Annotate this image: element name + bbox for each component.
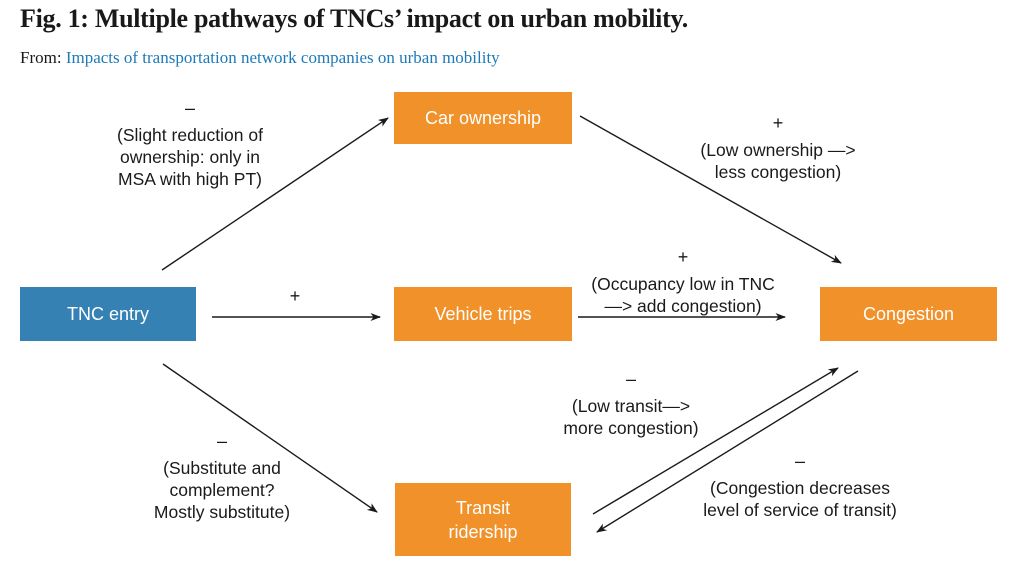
sign-vehicle-congestion-note: + — [677, 247, 689, 267]
node-congestion: Congestion — [820, 287, 997, 341]
sign-car-congestion-note: + — [772, 113, 784, 133]
annotation-line: complement? — [169, 480, 275, 500]
annotation-line: less congestion) — [714, 162, 842, 182]
sign-congestion-transit-note: – — [794, 451, 806, 471]
annotation-tnc-vehicle-sign: + — [290, 285, 301, 312]
sign-tnc-transit-note: – — [216, 431, 227, 451]
figure-title: Fig. 1: Multiple pathways of TNCs’ impac… — [20, 4, 688, 33]
sign-tnc-vehicle-sign: + — [289, 286, 301, 306]
annotation-line: (Low transit—> — [571, 396, 691, 416]
node-car-ownership: Car ownership — [394, 92, 572, 144]
annotation-line: level of service of transit) — [703, 500, 897, 520]
sign-tnc-car-note: – — [184, 98, 196, 118]
sign-transit-congestion-note: – — [625, 369, 636, 389]
node-vehicle-trips: Vehicle trips — [394, 287, 572, 341]
annotation-car-congestion-note: + (Low ownership —>less congestion) — [700, 112, 855, 183]
from-label: From: — [20, 48, 62, 67]
annotation-line: (Substitute and — [163, 458, 281, 478]
annotation-line: (Occupancy low in TNC — [591, 274, 775, 294]
node-transit-ridership: Transit ridership — [395, 483, 571, 556]
figure-source-line: From: Impacts of transportation network … — [20, 48, 500, 68]
annotation-line: more congestion) — [563, 418, 699, 438]
annotation-line: (Slight reduction of — [117, 125, 263, 145]
edge-tnc-to-car-ownership — [161, 117, 389, 271]
annotation-line: —> add congestion) — [604, 296, 762, 316]
edge-congestion-to-transit-ridership — [596, 370, 859, 533]
annotation-line: Mostly substitute) — [153, 502, 291, 522]
edge-car-ownership-to-congestion — [579, 115, 842, 264]
annotation-line: (Low ownership —> — [700, 140, 856, 160]
annotation-line: MSA with high PT) — [118, 169, 262, 189]
annotation-line: ownership: only in — [119, 147, 261, 167]
annotation-transit-congestion-note: – (Low transit—>more congestion) — [563, 368, 698, 439]
node-tnc-entry: TNC entry — [20, 287, 196, 341]
edge-tnc-to-transit-ridership — [162, 363, 378, 513]
edge-transit-ridership-to-congestion — [592, 367, 839, 515]
annotation-vehicle-congestion-note: + (Occupancy low in TNC—> add congestion) — [591, 246, 775, 317]
annotation-line: (Congestion decreases — [710, 478, 890, 498]
source-article-link[interactable]: Impacts of transportation network compan… — [65, 48, 500, 67]
